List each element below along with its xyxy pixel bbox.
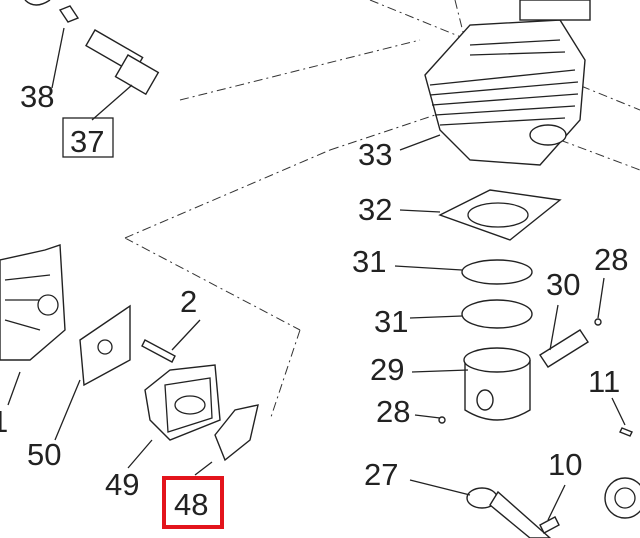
callout-30: 30 (546, 267, 580, 302)
callout-28-bottom: 28 (376, 394, 410, 429)
callout-1: 1 (0, 404, 8, 439)
cylinder-gasket-part (438, 189, 562, 241)
callout-37: 37 (70, 124, 104, 159)
callout-32: 32 (358, 192, 392, 227)
callout-29: 29 (370, 352, 404, 387)
piston-ring-part (461, 259, 533, 285)
callout-50: 50 (27, 437, 61, 472)
highlight-box-48 (162, 476, 224, 529)
callout-11: 11 (588, 364, 620, 399)
callout-49: 49 (105, 467, 139, 502)
cylinder-part (424, 0, 591, 166)
bolt-part (141, 339, 176, 363)
assembly-lines (124, 0, 640, 421)
callout-10: 10 (548, 447, 582, 482)
piston-pin-part (539, 329, 589, 368)
connecting-rod-part (466, 477, 640, 538)
manifold-gasket-part (214, 404, 259, 462)
callout-box-37 (62, 117, 114, 158)
piston-part (463, 347, 531, 421)
callout-31-bottom: 31 (374, 304, 408, 339)
callout-33: 33 (358, 137, 392, 172)
intake-manifold-part (144, 364, 221, 441)
callout-2: 2 (180, 284, 197, 319)
callout-48: 48 (174, 487, 208, 522)
piston-ring-part (461, 299, 533, 329)
callout-31-top: 31 (352, 244, 386, 279)
callout-28-top: 28 (594, 242, 628, 277)
carburetor-part (0, 244, 66, 361)
callout-27: 27 (364, 457, 398, 492)
callout-38: 38 (20, 79, 54, 114)
insulator-gasket-part (79, 304, 131, 387)
